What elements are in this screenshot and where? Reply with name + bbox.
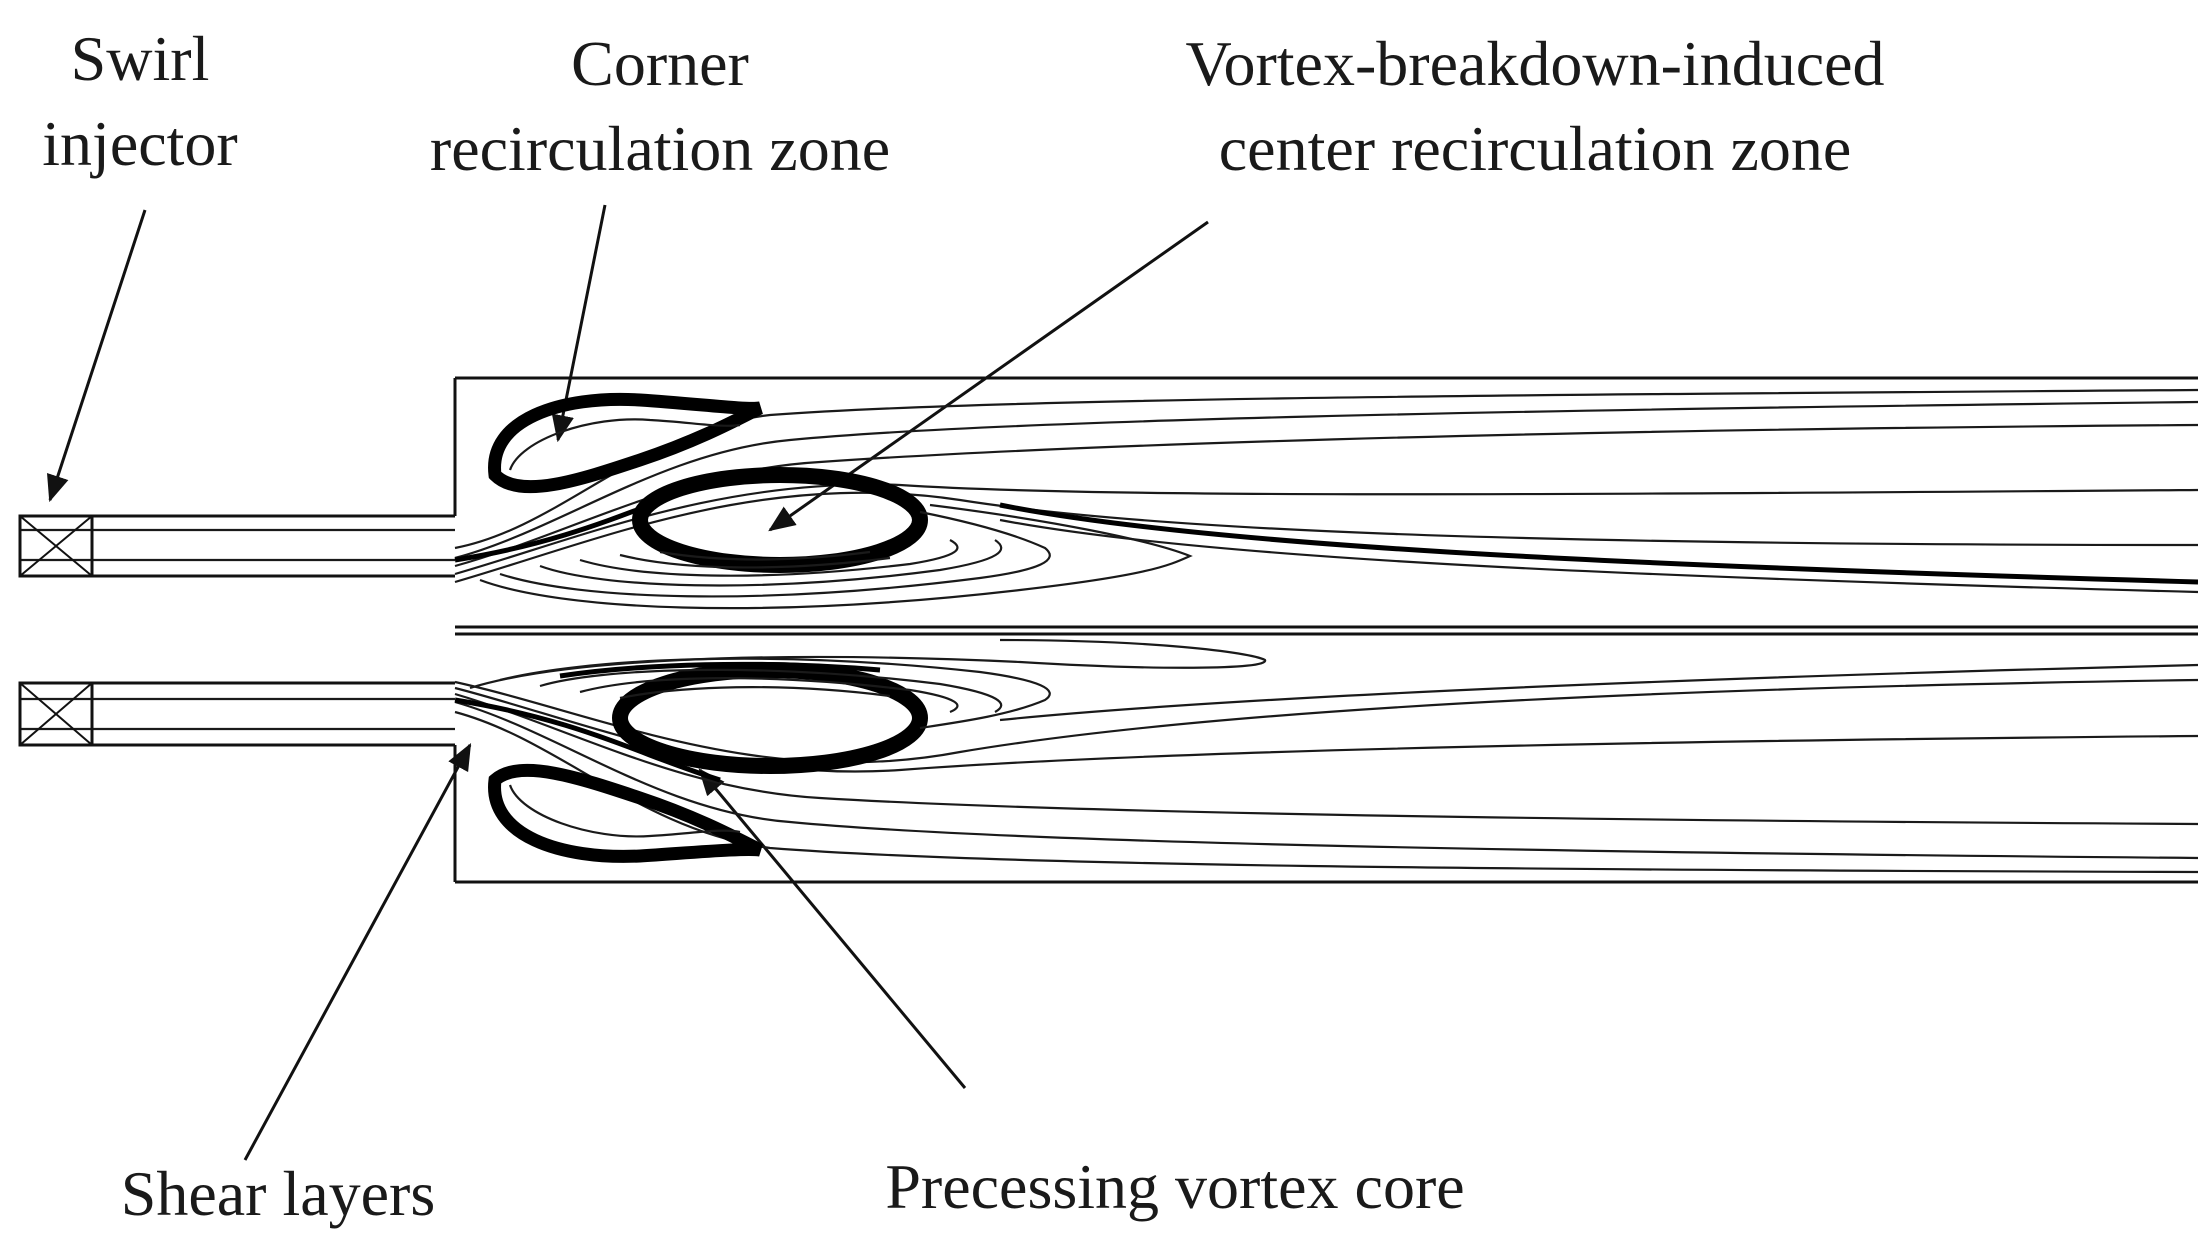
chamber-walls [453,376,2198,884]
inlet-pipe [18,514,455,747]
lower-center-recirculation-zone [469,638,1267,774]
label-swirl-injector-line2: injector [42,108,237,179]
label-shear-layers: Shear layers [121,1158,436,1229]
arrow-precessing-core [698,768,967,1089]
label-precessing-vortex-core: Precessing vortex core [885,1151,1464,1222]
label-corner-zone-line2: recirculation zone [430,113,890,184]
upper-corner-recirculation-zone [488,392,763,494]
label-center-zone-line2: center recirculation zone [1219,113,1852,184]
swirl-vane-lower [18,681,94,747]
label-center-zone-line1: Vortex-breakdown-induced [1185,28,1884,99]
lower-corner-recirculation-zone [488,763,763,863]
arrow-shear-layers [243,743,472,1161]
label-swirl-injector-line1: Swirl [71,23,210,94]
upper-center-recirculation-zone [479,467,1193,610]
label-corner-zone-line1: Corner [571,28,749,99]
swirl-vane-upper [18,514,94,578]
arrow-swirl-injector [47,209,147,503]
